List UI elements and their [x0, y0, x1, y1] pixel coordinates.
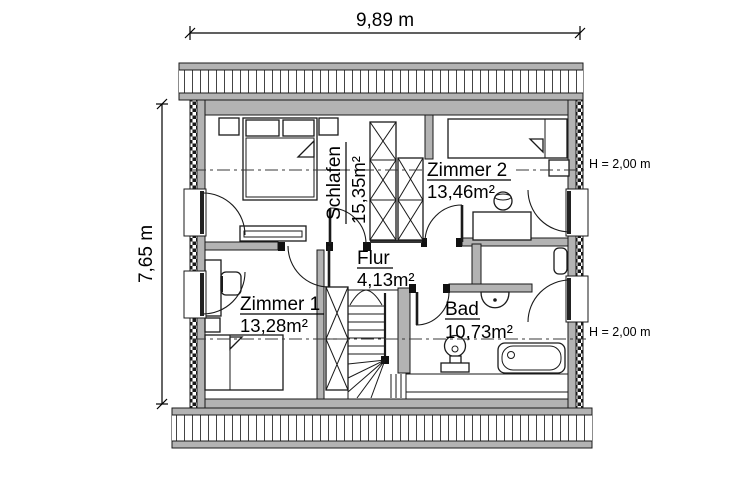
height-note-upper: H = 2,00 m — [589, 157, 651, 171]
knee-wall-storage — [405, 373, 569, 393]
door-bad — [415, 291, 450, 326]
toilet — [440, 334, 470, 373]
door-jamb — [443, 284, 450, 293]
wall-top — [189, 99, 584, 116]
sideboard — [239, 225, 307, 242]
room-area-flur: 4,13m² — [357, 269, 415, 290]
desk-zimmer1 — [204, 259, 222, 317]
wardrobe-schlafen — [369, 121, 397, 241]
room-name-zimmer2: Zimmer 2 — [427, 160, 507, 181]
room-name-bad: Bad — [445, 299, 479, 320]
height-note-lower: H = 2,00 m — [589, 325, 651, 339]
dimension-width-label: 9,89 m — [356, 10, 414, 31]
bathtub — [497, 342, 566, 374]
chair-zimmer1 — [220, 271, 242, 296]
door-jamb — [409, 284, 416, 293]
nightstand-right — [318, 117, 339, 136]
room-name-zimmer1: Zimmer 1 — [240, 294, 320, 315]
wall-bad-north — [448, 283, 533, 293]
bed-double — [242, 117, 318, 201]
french-window-zimmer2 — [527, 188, 589, 237]
radiator — [553, 247, 568, 275]
room-area-zimmer1: 13,28m² — [240, 315, 308, 336]
label-flur: Flur 4,13m² — [357, 248, 415, 290]
nightstand-zimmer2 — [548, 159, 570, 177]
staircase — [347, 289, 407, 400]
window-leaf — [200, 273, 204, 316]
wall-left-insulation — [189, 99, 198, 409]
blanket-fold — [528, 138, 544, 154]
label-schlafen: Schlafen 15,35m² — [324, 142, 369, 224]
wall-bottom — [189, 398, 584, 409]
washbasin — [480, 291, 510, 309]
desk-zimmer2 — [472, 211, 532, 241]
bed-single-zimmer1 — [204, 334, 284, 391]
french-window-zimmer1 — [183, 270, 246, 319]
door-jamb — [363, 242, 371, 251]
door-schlafen — [328, 207, 367, 245]
door-zimmer2 — [424, 204, 464, 243]
room-name-schlafen: Schlafen — [324, 146, 345, 220]
stair-direction-arch — [349, 289, 383, 306]
dimension-top: 9,89 m — [184, 10, 586, 40]
bed-single-zimmer2 — [447, 118, 568, 159]
room-name-flur: Flur — [357, 248, 390, 269]
label-bad: Bad 10,73m² — [445, 299, 513, 342]
height-line-lower: H = 2,00 m — [193, 325, 651, 340]
door-jamb — [421, 238, 427, 247]
door-jamb — [278, 242, 285, 251]
window-leaf — [200, 191, 204, 234]
door-zimmer1 — [287, 245, 331, 288]
wall-zimmer1-flur — [316, 249, 325, 400]
wall-schlafen-zimmer1 — [204, 241, 279, 251]
blanket-fold — [296, 139, 315, 158]
wardrobe-base-line — [370, 240, 422, 243]
dimension-height-label: 7,65 m — [136, 225, 157, 283]
exterior-walls — [189, 99, 584, 409]
room-area-bad: 10,73m² — [445, 321, 513, 342]
eaves-band-top — [178, 62, 584, 101]
height-line-upper: H = 2,00 m — [193, 157, 651, 171]
window-leaf — [567, 191, 571, 234]
stair-lower-treads — [390, 374, 402, 398]
label-zimmer1: Zimmer 1 13,28m² — [240, 294, 324, 336]
nightstand-left — [218, 117, 240, 136]
stair-treads — [348, 305, 385, 355]
wall-right-insulation — [575, 99, 584, 409]
wall-schlafen-zimmer2 — [424, 114, 434, 160]
wardrobe-zimmer2 — [397, 157, 424, 241]
french-window-schlafen — [183, 188, 246, 237]
stool-zimmer2 — [493, 191, 513, 211]
door-jamb — [456, 238, 462, 247]
wall-stair-side — [397, 287, 411, 374]
label-zimmer2: Zimmer 2 13,46m² — [427, 160, 511, 202]
blanket-fold — [229, 336, 244, 351]
dimension-left: 7,65 m — [136, 98, 168, 410]
room-area-zimmer2: 13,46m² — [427, 181, 495, 202]
room-area-schlafen: 15,35m² — [348, 156, 369, 224]
interior-walls — [204, 114, 569, 400]
eaves-band-bottom — [171, 407, 593, 449]
window-leaf — [567, 278, 571, 320]
french-window-bad — [527, 275, 589, 323]
stair-winder-treads — [347, 359, 386, 399]
drawer-unit-zimmer1 — [204, 317, 221, 333]
